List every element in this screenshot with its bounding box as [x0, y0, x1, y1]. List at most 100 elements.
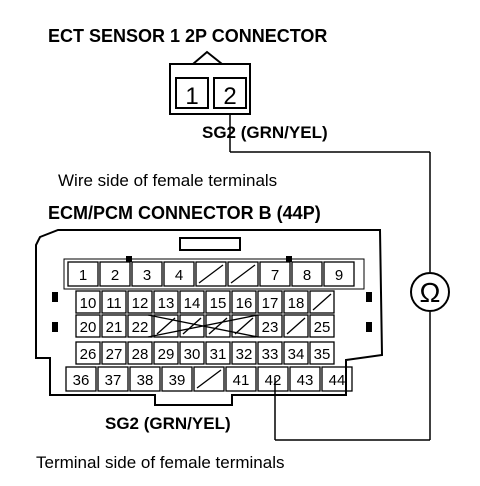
ecm-pin-label: 22 — [132, 319, 149, 336]
ect-sensor-connector — [169, 50, 251, 115]
ecm-pin-label: 29 — [158, 346, 175, 363]
ecm-housing-tabs — [52, 256, 372, 332]
ecm-pin-cell — [231, 314, 257, 338]
ecm-pin-cell — [193, 366, 225, 392]
ecm-pin-cell — [227, 261, 259, 287]
ecm-pin-cell — [101, 314, 127, 338]
ecm-pin-cell — [163, 261, 195, 287]
ecm-connector-housing — [35, 229, 384, 406]
ecm-pin-label: 11 — [106, 295, 122, 312]
ecm-pin-label: 21 — [106, 319, 123, 336]
ecm-pin-cell — [179, 290, 205, 314]
ecm-pin-label: 37 — [105, 372, 122, 389]
ecm-connector-title: ECM/PCM CONNECTOR B (44P) — [48, 203, 321, 223]
ohm-icon: Ω — [420, 277, 441, 308]
meter-wiring — [229, 114, 431, 441]
ecm-pin-label: 32 — [236, 346, 253, 363]
ecm-pin-cell — [179, 341, 205, 365]
ecm-pin-cell — [321, 366, 353, 392]
ecm-pin-label: 4 — [175, 267, 183, 284]
connector-latch — [192, 50, 223, 65]
ecm-empty-slot — [234, 317, 254, 335]
ecm-pin-label: 44 — [329, 372, 346, 389]
ecm-pin-cell — [97, 366, 129, 392]
ecm-pin-label: 33 — [262, 346, 279, 363]
sg2-top-label: SG2 (GRN/YEL) — [202, 123, 328, 142]
ecm-pin-cell — [289, 366, 321, 392]
ect-pin-cell-1 — [175, 77, 209, 109]
ecm-pin-cell — [127, 290, 153, 314]
ecm-pin-cell — [257, 341, 283, 365]
ecm-pin-cell — [129, 366, 161, 392]
ecm-pin-label: 26 — [80, 346, 97, 363]
ecm-pin-label: 18 — [288, 295, 305, 312]
ecm-pin-cell — [225, 366, 257, 392]
ecm-pin-cell — [257, 366, 289, 392]
ecm-pin-label: 17 — [262, 295, 279, 312]
ecm-pin-cell — [259, 261, 291, 287]
ecm-pin-label: 27 — [106, 346, 123, 363]
ecm-row-frame-1 — [63, 258, 365, 290]
ecm-empty-slot — [198, 264, 224, 284]
ecm-pin-label: 7 — [271, 267, 279, 284]
ecm-pin-cell — [309, 341, 335, 365]
ecm-pin-label: 10 — [80, 295, 97, 312]
ecm-pin-label: 30 — [184, 346, 201, 363]
sg2-bottom-label: SG2 (GRN/YEL) — [105, 414, 231, 433]
ecm-empty-slot — [182, 317, 202, 335]
ecm-empty-slot — [156, 317, 176, 335]
ecm-pin-cell — [309, 314, 335, 338]
ecm-pin-label: 28 — [132, 346, 149, 363]
ecm-pin-cell — [283, 290, 309, 314]
ecm-pin-cell — [67, 261, 99, 287]
ecm-pin-cell — [153, 314, 179, 338]
ohmmeter-circle — [410, 272, 450, 312]
ect-pin-cell-2 — [213, 77, 247, 109]
ecm-pin-cell — [131, 261, 163, 287]
ecm-pin-cell — [283, 314, 309, 338]
ecm-pin-label: 38 — [137, 372, 154, 389]
ecm-pin-cell — [257, 314, 283, 338]
ecm-pin-cell — [323, 261, 355, 287]
ecm-pin-cell — [161, 366, 193, 392]
ecm-pin-cell — [195, 261, 227, 287]
ecm-pin-label: 1 — [79, 267, 87, 284]
ecm-pin-cell — [75, 341, 101, 365]
ecm-pin-label: 31 — [210, 346, 227, 363]
ecm-pin-label: 41 — [233, 372, 250, 389]
ecm-pin-cell — [101, 341, 127, 365]
ecm-pin-cell — [205, 341, 231, 365]
ohmmeter: Ω — [410, 272, 450, 312]
ecm-pin-label: 25 — [314, 319, 331, 336]
ect-pin-1: 1 — [185, 83, 198, 110]
ecm-pin-cell — [127, 341, 153, 365]
ecm-pin-label: 20 — [80, 319, 97, 336]
ecm-pin-cell — [231, 290, 257, 314]
ecm-unused-cross — [147, 314, 259, 338]
ecm-pin-cell — [153, 290, 179, 314]
ecm-pin-label: 34 — [288, 346, 305, 363]
ecm-empty-slot — [196, 369, 222, 389]
ecm-pin-cell — [291, 261, 323, 287]
ecm-pin-label: 15 — [210, 295, 227, 312]
ecm-pin-label: 14 — [184, 295, 201, 312]
ecm-housing-latch — [179, 237, 241, 251]
ecm-pin-label: 36 — [73, 372, 90, 389]
ecm-empty-slot — [208, 317, 228, 335]
ecm-pin-cell — [75, 314, 101, 338]
ect-pin-2: 2 — [223, 83, 236, 110]
ecm-pin-label: 42 — [265, 372, 282, 389]
ecm-pin-cell — [65, 366, 97, 392]
ecm-empty-slot — [230, 264, 256, 284]
ecm-pin-cell — [205, 290, 231, 314]
ecm-pin-label: 12 — [132, 295, 149, 312]
terminal-side-label: Terminal side of female terminals — [36, 453, 284, 472]
ect-connector-housing — [169, 63, 251, 115]
wire-side-label: Wire side of female terminals — [58, 171, 277, 190]
ecm-pin-cell — [257, 290, 283, 314]
ecm-pin-label: 13 — [158, 295, 175, 312]
ecm-empty-slot — [286, 317, 306, 335]
ecm-pin-label: 2 — [111, 267, 119, 284]
ect-connector-title: ECT SENSOR 1 2P CONNECTOR — [48, 26, 327, 46]
